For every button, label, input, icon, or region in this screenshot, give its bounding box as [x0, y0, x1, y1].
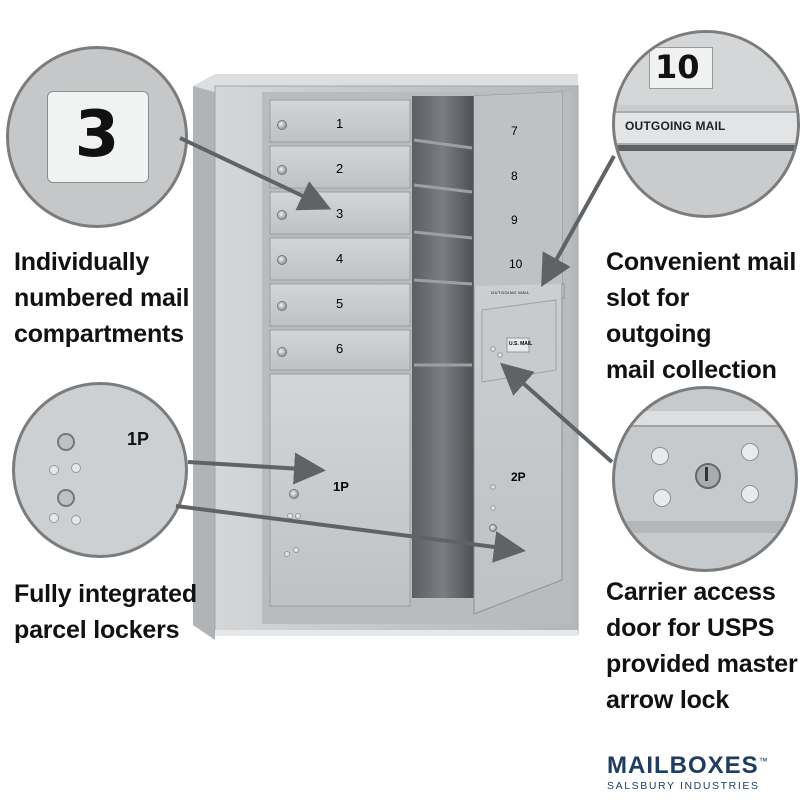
feature-outgoing-slot: Convenient mail slot for outgoing mail c… — [606, 248, 797, 384]
feature-parcel-lockers: Fully integrated parcel lockers — [14, 580, 197, 644]
left-compartments — [269, 99, 411, 371]
compartment-label: 8 — [511, 169, 518, 183]
interior-shelves — [413, 138, 473, 367]
parcel-detail-lock-icon — [57, 489, 75, 507]
arrow-lock-icon — [695, 463, 721, 489]
trademark-symbol: ™ — [758, 756, 769, 766]
brand-name: MAILBOXES™ — [607, 749, 787, 778]
rivet-icon — [49, 513, 59, 523]
door-tag-label: U.S. MAIL — [509, 341, 533, 347]
compartment-label: 1 — [336, 116, 344, 131]
outgoing-slot-label: OUTGOING MAIL — [491, 290, 530, 295]
rivet-icon — [651, 447, 669, 465]
us-mail-tag — [506, 337, 530, 353]
brand-subtitle: SALSBURY INDUSTRIES — [607, 780, 760, 792]
parcel-detail-label: 1P — [127, 429, 150, 449]
feature-carrier-access: Carrier access door for USPS provided ma… — [606, 578, 798, 714]
compartment-label: 3 — [336, 206, 344, 221]
brand-logo: MAILBOXES™ SALSBURY INDUSTRIES — [607, 749, 787, 793]
slot-detail-opening — [615, 145, 797, 151]
carrier-detail-ledge — [615, 411, 795, 427]
rivet-icon — [741, 443, 759, 461]
arrow-lock-keyway-icon — [705, 467, 708, 481]
compartment-label: 10 — [509, 257, 523, 271]
compartment-label: 4 — [336, 251, 344, 266]
number-plate-text: 3 — [74, 98, 120, 172]
rivet-icon — [71, 515, 81, 525]
slot-detail-strip — [615, 111, 797, 145]
callout-parcel-detail: 1P — [12, 382, 188, 558]
slot-detail-label: OUTGOING MAIL — [625, 119, 726, 133]
number-plate — [47, 91, 149, 183]
rivet-icon — [71, 463, 81, 473]
compartment-label: 5 — [336, 296, 344, 311]
rivet-icon — [653, 489, 671, 507]
rivet-icon — [49, 465, 59, 475]
compartment-label: 2 — [336, 161, 344, 176]
cabinet-base — [215, 630, 578, 636]
carrier-door-upper — [474, 92, 562, 286]
compartment-label: 7 — [511, 124, 518, 138]
slot-detail-number: 10 — [655, 48, 700, 86]
compartment-label: 6 — [336, 341, 344, 356]
carrier-detail-ledge — [615, 521, 795, 533]
parcel-label: 1P — [333, 479, 349, 494]
feature-numbered-compartments: Individually numbered mail compartments — [14, 248, 190, 348]
callout-number-detail: 3 — [6, 46, 188, 228]
callout-slot-detail: 10 OUTGOING MAIL — [612, 30, 800, 218]
slot-detail-plate — [649, 47, 713, 89]
rivet-icon — [741, 485, 759, 503]
parcel-label: 2P — [511, 470, 526, 484]
parcel-detail-lock-icon — [57, 433, 75, 451]
callout-carrier-lock-detail — [612, 386, 798, 572]
compartment-label: 9 — [511, 213, 518, 227]
cabinet-side — [193, 86, 215, 640]
brand-name-text: MAILBOXES — [607, 752, 759, 779]
